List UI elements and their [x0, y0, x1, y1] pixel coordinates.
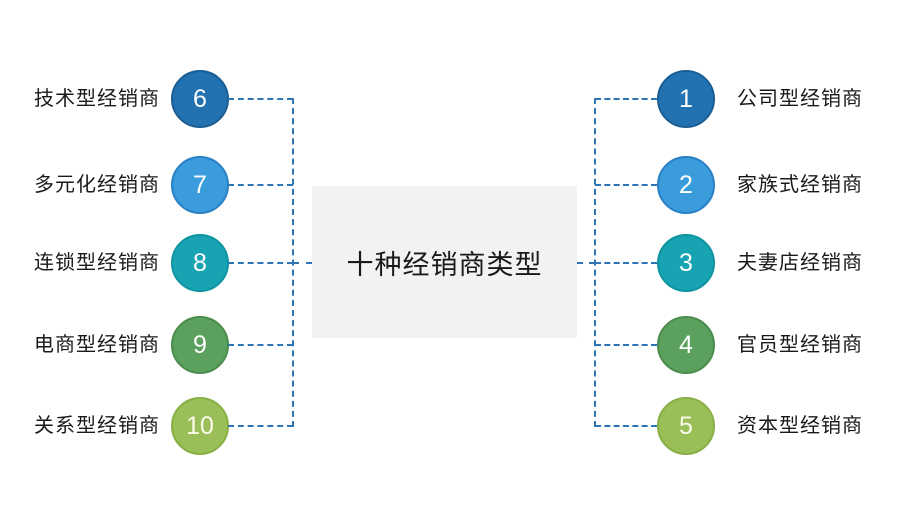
right-label-momandpop-dealer: 夫妻店经销商: [737, 252, 863, 274]
right-label-official-dealer: 官员型经销商: [737, 334, 863, 356]
center-title-box: 十种经销商类型: [312, 186, 577, 338]
connector-right-branch-4: [595, 344, 657, 346]
left-circle-9: 9: [171, 316, 229, 374]
circle-number-5: 5: [679, 411, 693, 440]
connector-left-branch-4: [228, 344, 293, 346]
left-label-chain-dealer: 连锁型经销商: [34, 252, 160, 274]
connector-right-branch-2: [595, 184, 657, 186]
connector-left-branch-3: [228, 262, 293, 264]
diagram-title: 十种经销商类型: [346, 249, 543, 280]
left-circle-8: 8: [171, 234, 229, 292]
right-circle-2: 2: [657, 156, 715, 214]
connector-left-branch-1: [228, 98, 293, 100]
connector-right-branch-1: [595, 98, 657, 100]
left-circle-10: 10: [171, 397, 229, 455]
left-circle-7: 7: [171, 156, 229, 214]
left-label-technical-dealer: 技术型经销商: [34, 88, 160, 110]
right-circle-5: 5: [657, 397, 715, 455]
connector-left-to-box: [293, 262, 312, 264]
circle-number-3: 3: [679, 248, 693, 277]
connector-right-branch-5: [595, 425, 657, 427]
circle-number-1: 1: [679, 84, 693, 113]
circle-number-6: 6: [193, 84, 207, 113]
circle-number-9: 9: [193, 330, 207, 359]
circle-number-7: 7: [193, 170, 207, 199]
left-label-diversified-dealer: 多元化经销商: [34, 174, 160, 196]
connector-box-to-right: [577, 262, 595, 264]
right-circle-1: 1: [657, 70, 715, 128]
right-circle-3: 3: [657, 234, 715, 292]
right-label-capital-dealer: 资本型经销商: [737, 415, 863, 437]
right-label-family-dealer: 家族式经销商: [737, 174, 863, 196]
left-label-relationship-dealer: 关系型经销商: [34, 415, 160, 437]
left-circle-6: 6: [171, 70, 229, 128]
connector-left-branch-5: [228, 425, 293, 427]
left-label-ecommerce-dealer: 电商型经销商: [34, 334, 160, 356]
circle-number-8: 8: [193, 248, 207, 277]
circle-number-10: 10: [186, 411, 214, 440]
circle-number-2: 2: [679, 170, 693, 199]
connector-left-branch-2: [228, 184, 293, 186]
right-circle-4: 4: [657, 316, 715, 374]
connector-right-branch-3: [595, 262, 657, 264]
right-label-company-dealer: 公司型经销商: [737, 88, 863, 110]
circle-number-4: 4: [679, 330, 693, 359]
